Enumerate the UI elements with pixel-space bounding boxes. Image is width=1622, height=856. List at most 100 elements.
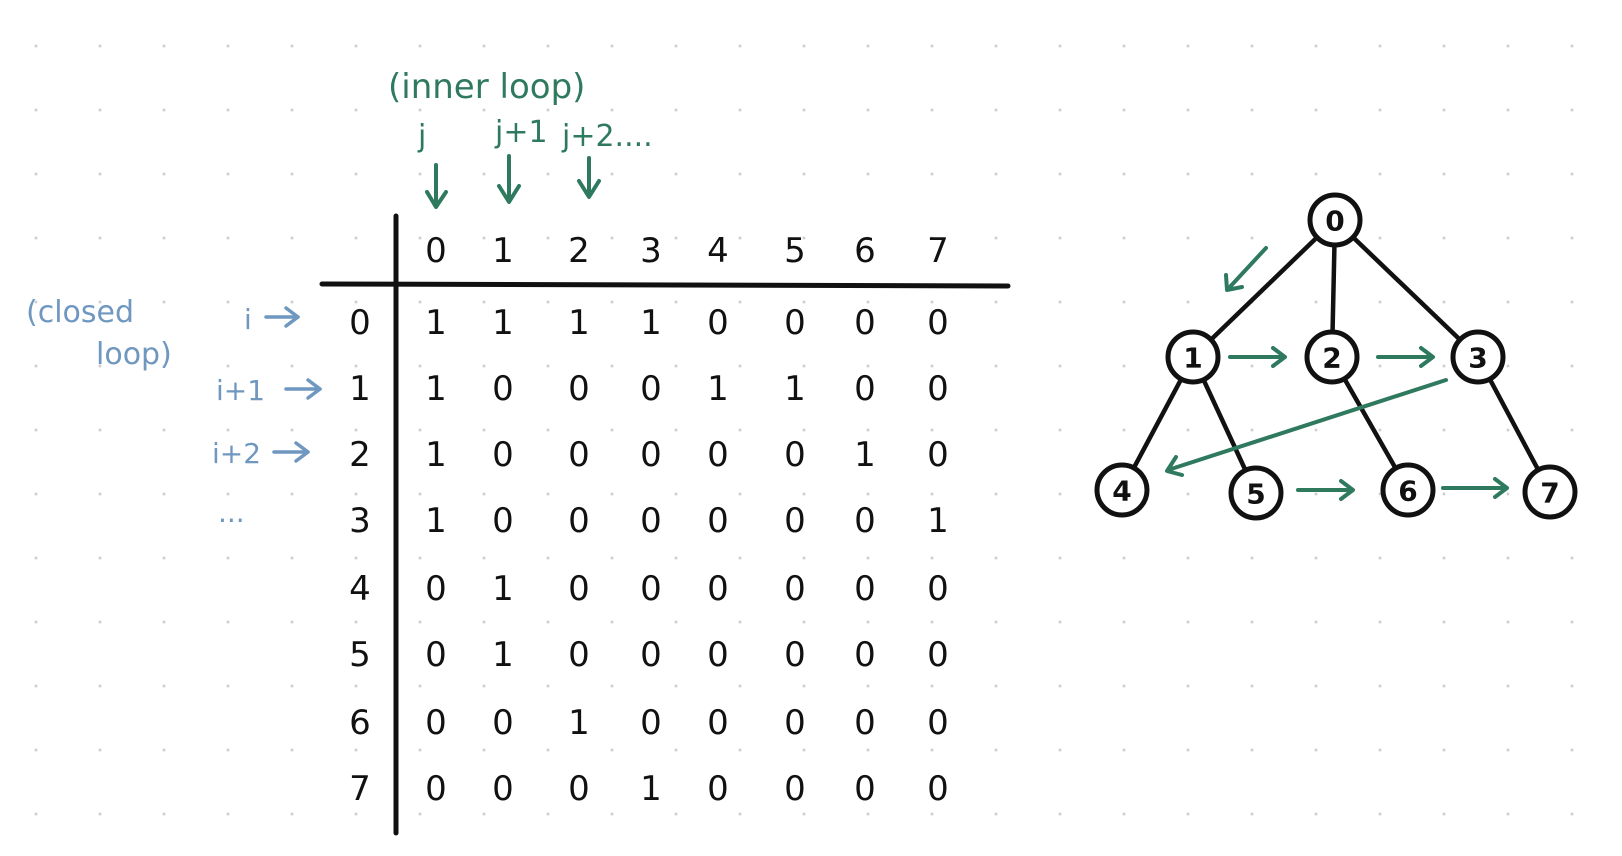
matrix-cell: 1: [854, 435, 876, 475]
matrix-cell: 0: [707, 569, 729, 609]
i-plus-1-right-arrow: [284, 378, 322, 400]
matrix-cell: 1: [784, 369, 806, 409]
traversal-arrow-3-to-4: [1165, 378, 1448, 477]
column-header-0: 0: [425, 231, 447, 271]
matrix-cell: 0: [784, 635, 806, 675]
traversal-arrow-6-to-7: [1441, 477, 1509, 499]
tree-node-label: 2: [1322, 342, 1341, 375]
matrix-cell: 1: [707, 369, 729, 409]
matrix-cell: 0: [854, 569, 876, 609]
matrix-cell: 0: [927, 369, 949, 409]
closed-loop-annotation: (closed loop) i i+1 i+2 ...: [26, 295, 322, 529]
i-label: i: [244, 303, 252, 336]
tree-node-label: 5: [1246, 478, 1265, 511]
tree-node-label: 1: [1183, 342, 1202, 375]
row-header-5: 5: [349, 635, 371, 675]
matrix-cell: 0: [492, 369, 514, 409]
tree-edge-0-3: [1332, 217, 1481, 360]
matrix-cell: 0: [927, 303, 949, 343]
closed-label: (closed: [26, 295, 134, 330]
matrix-cell: 0: [707, 635, 729, 675]
matrix-cell: 0: [640, 703, 662, 743]
matrix-cell: 0: [927, 703, 949, 743]
i-plus-2-label: i+2: [212, 437, 261, 470]
traversal-arrow-2-to-3: [1376, 346, 1435, 368]
tree-node-6: 6: [1380, 462, 1436, 518]
tree-node-1: 1: [1165, 329, 1221, 385]
traversal-arrow-1-to-2: [1228, 346, 1287, 368]
matrix-cell: 1: [640, 769, 662, 809]
matrix-cell: 0: [707, 435, 729, 475]
tree-node-circle: [1165, 329, 1221, 385]
column-header-2: 2: [568, 231, 590, 271]
matrix-cell: 0: [568, 369, 590, 409]
loop-label: loop): [96, 337, 172, 372]
tree-node-circle: [1380, 462, 1436, 518]
matrix-cell: 0: [854, 635, 876, 675]
matrix-cell: 1: [492, 635, 514, 675]
tree-nodes: 0 1 2 3 4 5 6 7: [1094, 192, 1578, 521]
i-plus-1-label: i+1: [216, 374, 265, 407]
tree-node-5: 5: [1228, 465, 1284, 521]
column-header-1: 1: [492, 231, 514, 271]
matrix-cell: 0: [927, 635, 949, 675]
matrix-cell: 0: [640, 435, 662, 475]
matrix-cell: 0: [707, 501, 729, 541]
matrix-cell: 0: [927, 435, 949, 475]
tree-node-label: 6: [1398, 475, 1417, 508]
i-right-arrow: [264, 306, 300, 328]
matrix-horizontal-axis: [319, 281, 1011, 289]
tree-node-label: 4: [1112, 475, 1131, 508]
tree-edge-0-1: [1190, 217, 1338, 360]
matrix-cell: 0: [854, 369, 876, 409]
matrix-cell: 0: [640, 635, 662, 675]
j-down-arrow: [425, 163, 448, 209]
matrix-cell: 0: [492, 769, 514, 809]
matrix-cell: 0: [854, 703, 876, 743]
tree-node-circle: [1307, 192, 1363, 248]
row-header-4: 4: [349, 569, 371, 609]
matrix-cell: 0: [425, 769, 447, 809]
tree-node-label: 7: [1540, 477, 1559, 510]
tree-node-2: 2: [1304, 329, 1360, 385]
matrix-cell: 0: [784, 303, 806, 343]
tree-node-0: 0: [1307, 192, 1363, 248]
matrix-cell: 0: [784, 703, 806, 743]
matrix-cell: 0: [568, 569, 590, 609]
matrix-cell: 1: [568, 303, 590, 343]
tree-node-circle: [1094, 462, 1150, 518]
tree-node-3: 3: [1450, 329, 1506, 385]
column-header-6: 6: [854, 231, 876, 271]
matrix-cell: 0: [927, 569, 949, 609]
matrix-cell: 1: [425, 303, 447, 343]
matrix-cell: 1: [425, 435, 447, 475]
matrix-cell: 0: [784, 501, 806, 541]
matrix-cell: 0: [640, 569, 662, 609]
matrix-cell: 1: [425, 501, 447, 541]
tree-node-label: 0: [1325, 205, 1344, 238]
matrix-cell: 0: [492, 703, 514, 743]
matrix-cell: 0: [707, 303, 729, 343]
j-plus-2-down-arrow: [577, 156, 601, 199]
row-header-1: 1: [349, 369, 371, 409]
inner-loop-label: (inner loop): [388, 67, 585, 107]
tree-node-circle: [1522, 464, 1578, 520]
matrix-cell: 0: [854, 769, 876, 809]
matrix-cell: 1: [492, 569, 514, 609]
matrix-cell: 0: [568, 769, 590, 809]
matrix-cell: 1: [640, 303, 662, 343]
column-header-4: 4: [707, 231, 729, 271]
matrix-cell: 0: [640, 501, 662, 541]
matrix-cell: 0: [640, 369, 662, 409]
column-header-7: 7: [927, 231, 949, 271]
row-header-2: 2: [349, 435, 371, 475]
matrix-cell: 0: [425, 703, 447, 743]
matrix-cell: 0: [707, 769, 729, 809]
matrix-cell: 0: [568, 501, 590, 541]
matrix-cell: 0: [927, 769, 949, 809]
i-plus-2-right-arrow: [272, 441, 310, 463]
tree-node-7: 7: [1522, 464, 1578, 520]
matrix-cell: 0: [425, 635, 447, 675]
